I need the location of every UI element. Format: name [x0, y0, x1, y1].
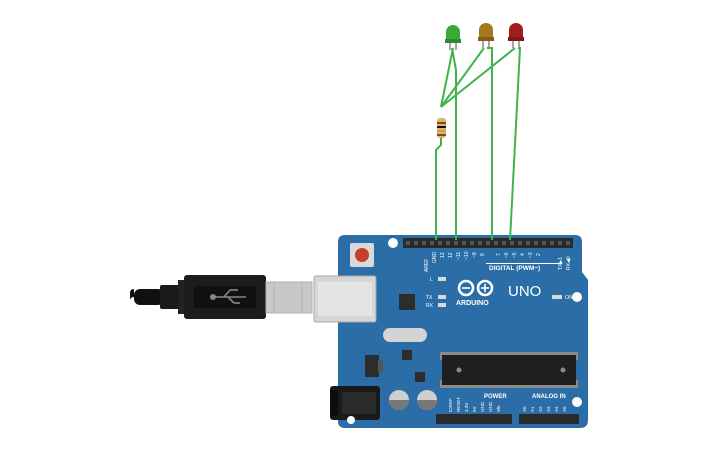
resistor[interactable] — [437, 118, 446, 138]
label-rx: RX — [426, 303, 434, 309]
led-l — [438, 277, 446, 281]
wires[interactable] — [435, 47, 522, 241]
pin-label-9: ~9 — [472, 252, 478, 258]
power-pin-reset: RESET — [456, 397, 461, 412]
arduino-uno-board[interactable]: AREF GND 13 12 ~11 ~10 ~9 8 7 ~6 ~5 4 ~3… — [313, 235, 588, 428]
capacitor — [417, 390, 437, 410]
pin-label-2: 2 — [536, 253, 542, 256]
regulator — [365, 355, 379, 377]
label-l: L — [430, 277, 433, 283]
mounting-hole — [388, 238, 398, 248]
power-pin-gnd: GND — [480, 401, 485, 412]
led-on — [552, 295, 562, 299]
label-tx: TX — [426, 295, 433, 301]
usb-cable[interactable] — [130, 275, 313, 319]
red-led[interactable] — [508, 23, 524, 48]
capacitor — [389, 390, 409, 410]
small-chip — [415, 372, 425, 382]
usb-chip — [399, 294, 415, 310]
model-label: UNO — [508, 283, 541, 300]
analog-pin-a1: A1 — [530, 406, 535, 412]
power-header[interactable] — [436, 414, 512, 424]
wire-pin7-red — [509, 47, 522, 241]
green-led[interactable] — [445, 25, 461, 50]
pin-label-5: ~5 — [512, 252, 518, 258]
reset-button[interactable] — [350, 243, 374, 267]
small-chip — [402, 350, 412, 360]
brand-label: ARDUINO — [456, 300, 489, 307]
wire-resistor-leds — [440, 47, 454, 108]
power-pin-3v3: 3.3V — [464, 403, 469, 412]
wire-pin12-green — [451, 47, 457, 240]
analog-pin-a4: A4 — [554, 406, 559, 412]
digital-label: DIGITAL (PWM~) — [489, 265, 540, 272]
power-pin-ioref: IOREF — [448, 398, 453, 412]
label-on: ON — [565, 295, 573, 301]
wire-pin8-yellow — [487, 47, 493, 240]
pin-label-gnd: GND — [432, 252, 438, 264]
digital-underline — [486, 263, 562, 264]
power-label: POWER — [484, 394, 507, 400]
pin-label-aref: AREF — [424, 259, 430, 272]
led-rx — [438, 303, 446, 307]
pin-label-11: ~11 — [456, 252, 462, 260]
pin-label-rx0: RX◀0 — [566, 256, 572, 270]
analog-label: ANALOG IN — [532, 394, 566, 400]
atmega-chip — [440, 352, 578, 388]
crystal — [383, 328, 427, 342]
led-tx — [438, 295, 446, 299]
dc-power-jack — [330, 386, 380, 420]
mounting-hole — [572, 397, 582, 407]
pin-label-8: 8 — [480, 253, 486, 256]
usb-icon — [210, 289, 246, 304]
mounting-hole — [347, 416, 355, 424]
analog-pin-a0: A0 — [522, 406, 527, 412]
pin-label-6: ~6 — [504, 252, 510, 258]
pin-label-4: 4 — [520, 253, 526, 256]
pin-label-12: 12 — [448, 252, 454, 258]
arduino-logo-icon — [457, 279, 494, 297]
pin-label-7: 7 — [496, 253, 502, 256]
power-pin-5v: 5V — [472, 406, 477, 412]
analog-pin-a2: A2 — [538, 406, 543, 412]
yellow-led[interactable] — [478, 23, 494, 48]
mounting-hole — [572, 292, 582, 302]
analog-pin-a5: A5 — [562, 406, 567, 412]
pin-label-3: ~3 — [528, 252, 534, 258]
power-pin-vin: Vin — [496, 405, 501, 412]
analog-pin-a3: A3 — [546, 406, 551, 412]
pin-label-13: 13 — [440, 252, 446, 258]
power-pin-gnd2: GND — [488, 401, 493, 412]
analog-header[interactable] — [519, 414, 579, 424]
pin-label-10: ~10 — [464, 251, 470, 260]
digital-header[interactable] — [403, 238, 573, 248]
